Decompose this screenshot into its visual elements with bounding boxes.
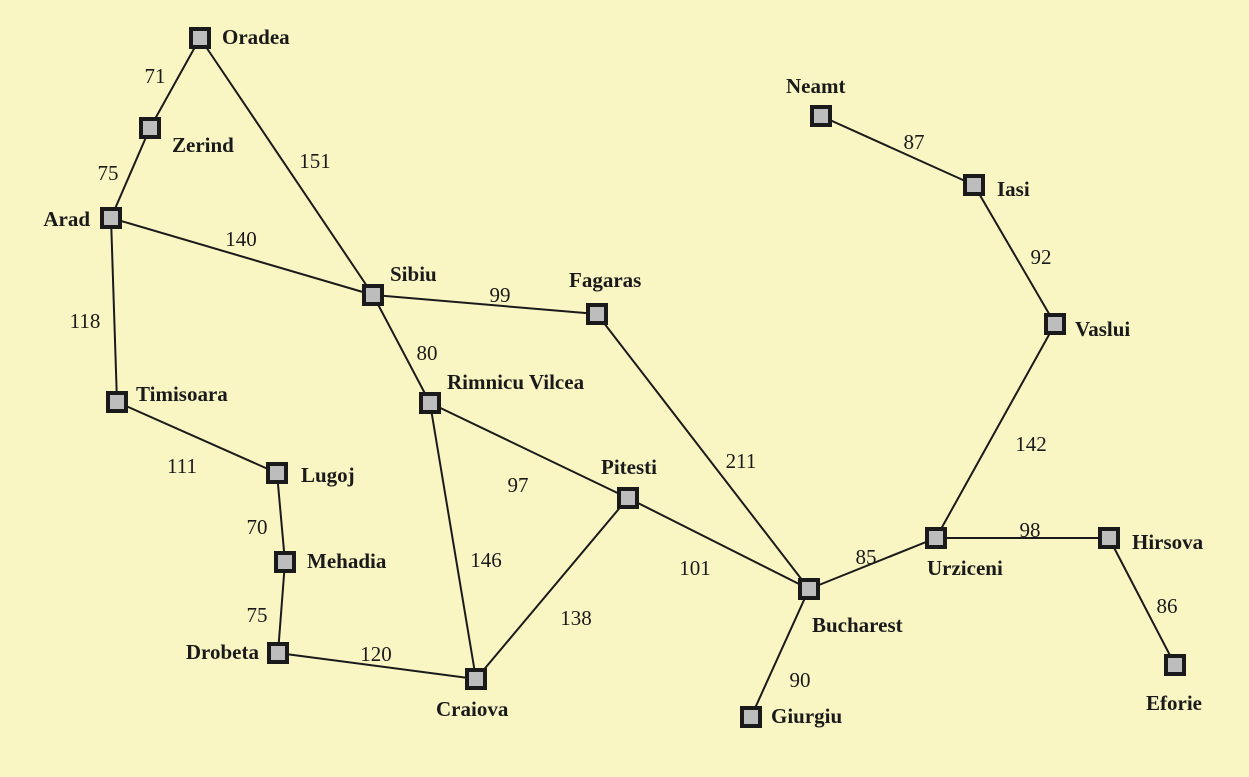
road-zerind-arad bbox=[110, 127, 151, 219]
cities-layer bbox=[100, 27, 1186, 728]
distance-label-mehadia-drobeta: 75 bbox=[247, 603, 268, 627]
city-node-pitesti bbox=[617, 487, 639, 509]
city-node-fagaras bbox=[586, 303, 608, 325]
city-node-urziceni bbox=[925, 527, 947, 549]
city-label-mehadia: Mehadia bbox=[307, 549, 387, 573]
distance-label-oradea-zerind: 71 bbox=[145, 64, 166, 88]
city-node-lugoj bbox=[266, 462, 288, 484]
road-urziceni-vaslui bbox=[935, 323, 1056, 539]
city-node-timisoara bbox=[106, 391, 128, 413]
city-label-oradea: Oradea bbox=[222, 25, 290, 49]
city-labels-layer: OradeaZerindAradTimisoaraLugojMehadiaDro… bbox=[43, 25, 1203, 728]
city-label-iasi: Iasi bbox=[997, 177, 1030, 201]
city-node-iasi bbox=[963, 174, 985, 196]
road-rimnicu-pitesti bbox=[429, 402, 629, 499]
city-node-mehadia bbox=[274, 551, 296, 573]
road-drobeta-craiova bbox=[277, 652, 477, 680]
city-node-arad bbox=[100, 207, 122, 229]
city-label-giurgiu: Giurgiu bbox=[771, 704, 843, 728]
road-timisoara-lugoj bbox=[116, 401, 278, 474]
distance-label-rimnicu-pitesti: 97 bbox=[508, 473, 529, 497]
city-label-timisoara: Timisoara bbox=[136, 382, 228, 406]
road-fagaras-bucharest bbox=[596, 313, 810, 590]
road-bucharest-giurgiu bbox=[750, 588, 810, 718]
city-label-lugoj: Lugoj bbox=[301, 463, 355, 487]
road-craiova-pitesti bbox=[475, 497, 629, 680]
distance-label-sibiu-fagaras: 99 bbox=[490, 283, 511, 307]
road-oradea-zerind bbox=[149, 37, 201, 129]
city-label-arad: Arad bbox=[43, 207, 90, 231]
city-node-rimnicu bbox=[419, 392, 441, 414]
road-sibiu-rimnicu bbox=[372, 294, 431, 404]
city-label-neamt: Neamt bbox=[786, 74, 845, 98]
road-pitesti-bucharest bbox=[627, 497, 810, 590]
distance-label-hirsova-eforie: 86 bbox=[1157, 594, 1178, 618]
distance-label-iasi-neamt: 87 bbox=[904, 130, 925, 154]
city-label-sibiu: Sibiu bbox=[390, 262, 437, 286]
distance-label-sibiu-rimnicu: 80 bbox=[417, 341, 438, 365]
distance-label-fagaras-bucharest: 211 bbox=[726, 449, 757, 473]
city-label-pitesti: Pitesti bbox=[601, 455, 657, 479]
city-label-rimnicu: Rimnicu Vilcea bbox=[447, 370, 585, 394]
distance-label-urziceni-vaslui: 142 bbox=[1015, 432, 1047, 456]
distance-label-arad-timisoara: 118 bbox=[70, 309, 101, 333]
city-label-bucharest: Bucharest bbox=[812, 613, 903, 637]
distance-label-pitesti-bucharest: 101 bbox=[679, 556, 711, 580]
distance-label-drobeta-craiova: 120 bbox=[360, 642, 392, 666]
city-node-bucharest bbox=[798, 578, 820, 600]
distance-label-lugoj-mehadia: 70 bbox=[247, 515, 268, 539]
city-node-zerind bbox=[139, 117, 161, 139]
city-node-oradea bbox=[189, 27, 211, 49]
distance-label-timisoara-lugoj: 111 bbox=[167, 454, 197, 478]
city-node-hirsova bbox=[1098, 527, 1120, 549]
road-oradea-sibiu bbox=[199, 37, 374, 296]
distance-labels-layer: 71 75 151 140 118 111 70 75 120 99 80 97 146 138 101 21… bbox=[70, 64, 1178, 692]
distance-label-oradea-sibiu: 151 bbox=[299, 149, 331, 173]
road-rimnicu-craiova bbox=[429, 402, 477, 680]
city-label-fagaras: Fagaras bbox=[569, 268, 641, 292]
distance-label-craiova-pitesti: 138 bbox=[560, 606, 592, 630]
road-lugoj-mehadia bbox=[276, 472, 286, 563]
city-node-sibiu bbox=[362, 284, 384, 306]
city-node-craiova bbox=[465, 668, 487, 690]
city-node-giurgiu bbox=[740, 706, 762, 728]
city-label-eforie: Eforie bbox=[1146, 691, 1202, 715]
city-label-drobeta: Drobeta bbox=[186, 640, 260, 664]
road-bucharest-urziceni bbox=[808, 537, 937, 590]
city-label-urziceni: Urziceni bbox=[927, 556, 1003, 580]
distance-label-urziceni-hirsova: 98 bbox=[1020, 518, 1041, 542]
distance-label-bucharest-giurgiu: 90 bbox=[790, 668, 811, 692]
city-label-zerind: Zerind bbox=[172, 133, 234, 157]
city-label-vaslui: Vaslui bbox=[1075, 317, 1130, 341]
road-sibiu-fagaras bbox=[372, 294, 598, 315]
distance-label-arad-sibiu: 140 bbox=[225, 227, 257, 251]
city-node-drobeta bbox=[267, 642, 289, 664]
road-hirsova-eforie bbox=[1108, 537, 1176, 666]
road-arad-timisoara bbox=[110, 217, 118, 403]
city-node-vaslui bbox=[1044, 313, 1066, 335]
road-mehadia-drobeta bbox=[277, 561, 286, 654]
roads-layer bbox=[110, 37, 1176, 718]
road-vaslui-iasi bbox=[973, 184, 1056, 325]
distance-label-bucharest-urziceni: 85 bbox=[856, 545, 877, 569]
distance-label-zerind-arad: 75 bbox=[98, 161, 119, 185]
city-node-eforie bbox=[1164, 654, 1186, 676]
distance-label-rimnicu-craiova: 146 bbox=[470, 548, 502, 572]
road-iasi-neamt bbox=[820, 115, 975, 186]
city-label-hirsova: Hirsova bbox=[1132, 530, 1204, 554]
city-node-neamt bbox=[810, 105, 832, 127]
road-arad-sibiu bbox=[110, 217, 374, 296]
city-label-craiova: Craiova bbox=[436, 697, 509, 721]
distance-label-vaslui-iasi: 92 bbox=[1031, 245, 1052, 269]
